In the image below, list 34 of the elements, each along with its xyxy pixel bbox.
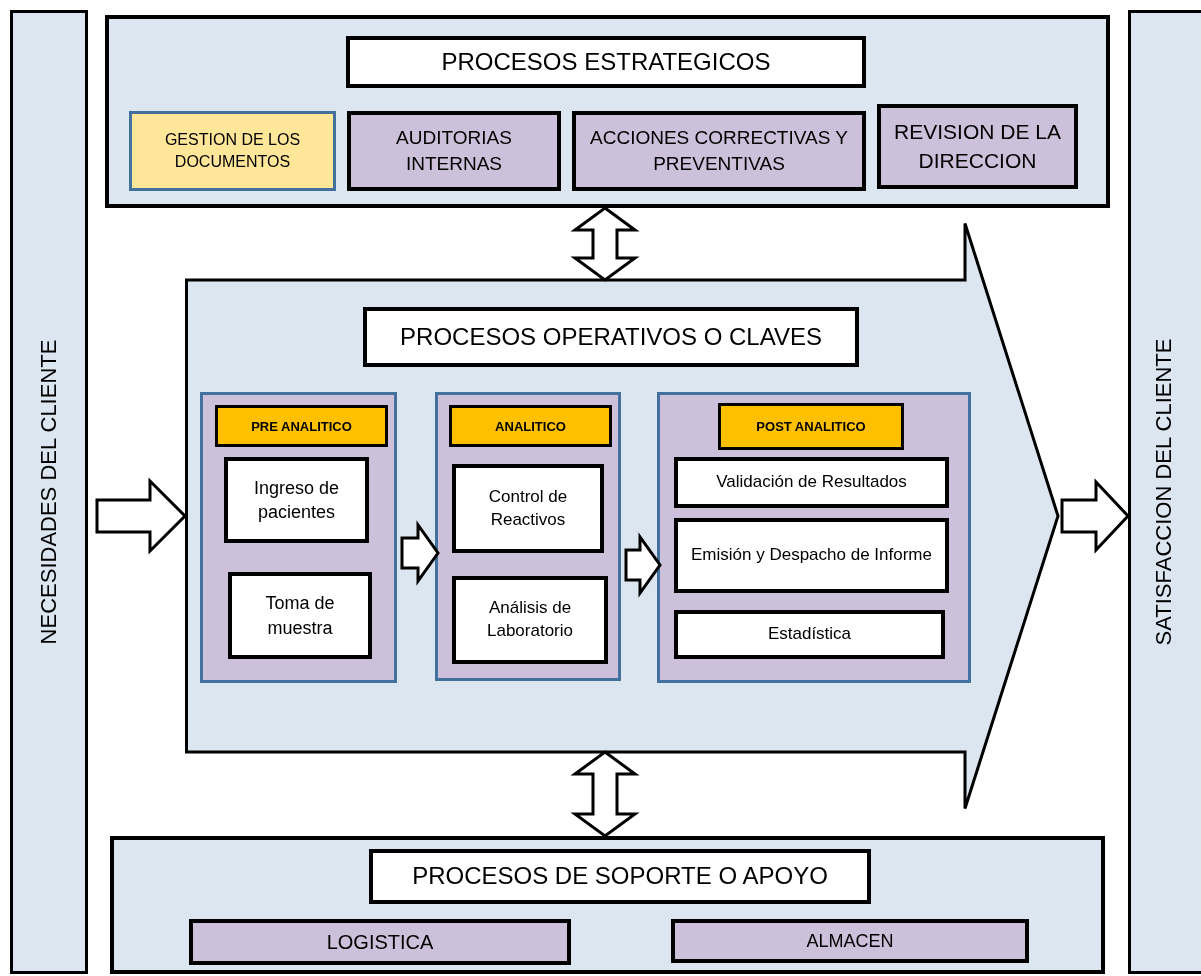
- side-band: [1128, 10, 1201, 974]
- process-box: AUDITORIAS INTERNAS: [347, 111, 561, 191]
- side-band: [10, 10, 88, 974]
- block-arrow: [624, 532, 662, 598]
- process-box: Ingreso de pacientes: [224, 457, 369, 543]
- phase-panel: [435, 392, 621, 681]
- phase-heading: POST ANALITICO: [718, 403, 904, 450]
- process-box: ACCIONES CORRECTIVAS Y PREVENTIVAS: [572, 111, 866, 191]
- process-box: Validación de Resultados: [674, 457, 949, 508]
- phase-panel: [200, 392, 397, 683]
- band-label: SATISFACCION DEL CLIENTE: [1151, 338, 1177, 646]
- process-box: Estadística: [674, 610, 945, 659]
- block-arrow: [95, 477, 188, 555]
- block-arrow: [570, 206, 640, 282]
- block-arrow: [570, 750, 640, 838]
- process-box: REVISION DE LA DIRECCION: [877, 104, 1078, 189]
- process-box: Control de Reactivos: [452, 464, 604, 553]
- process-box: LOGISTICA: [189, 919, 571, 965]
- group-panel: [105, 15, 1110, 208]
- process-box: Análisis de Laboratorio: [452, 576, 608, 664]
- block-arrow: [400, 520, 440, 586]
- block-arrow: [1060, 478, 1131, 554]
- process-box: ALMACEN: [671, 919, 1029, 963]
- section-title: PROCESOS ESTRATEGICOS: [346, 36, 866, 88]
- process-box: Emisión y Despacho de Informe: [674, 518, 949, 593]
- group-panel: [110, 836, 1105, 974]
- phase-panel: [657, 392, 971, 683]
- section-title: PROCESOS OPERATIVOS O CLAVES: [363, 307, 859, 367]
- section-title: PROCESOS DE SOPORTE O APOYO: [369, 849, 871, 904]
- phase-heading: PRE ANALITICO: [215, 405, 388, 447]
- phase-heading: ANALITICO: [449, 405, 612, 447]
- process-box: GESTION DE LOS DOCUMENTOS: [129, 111, 336, 191]
- band-label: NECESIDADES DEL CLIENTE: [36, 339, 62, 645]
- process-box: Toma de muestra: [228, 572, 372, 659]
